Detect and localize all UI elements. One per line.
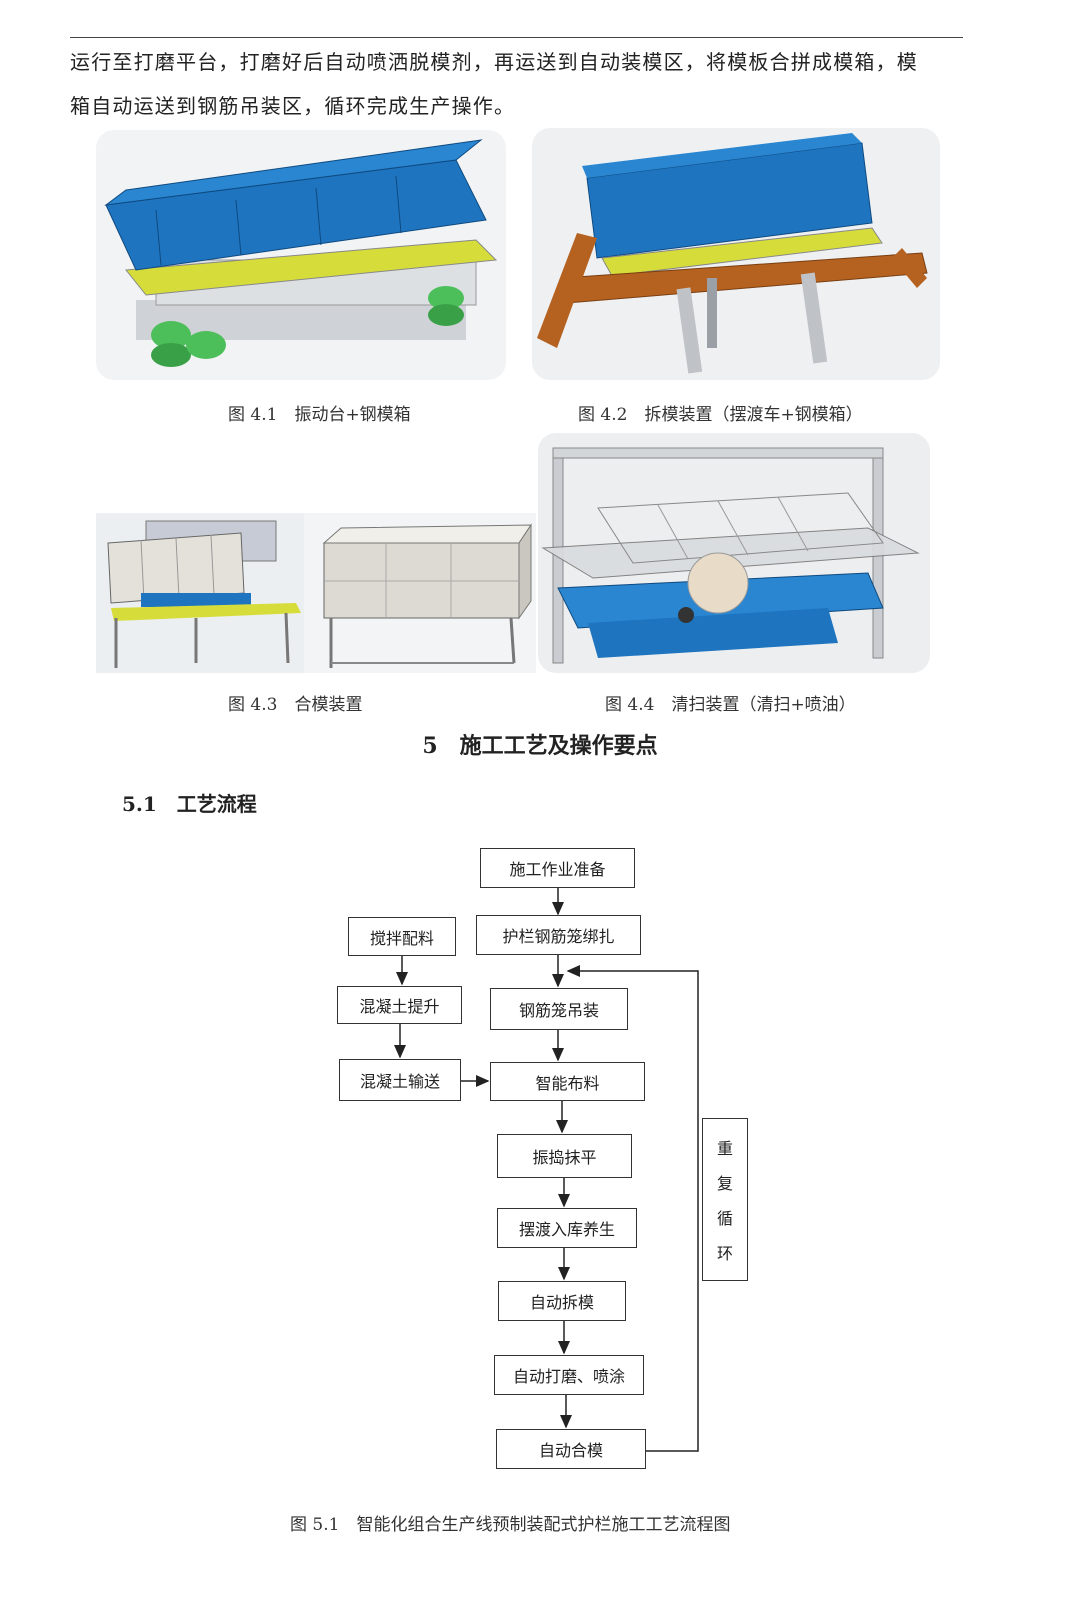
step-concrete-lifting: 混凝土提升	[337, 986, 462, 1024]
step-smart-distribution: 智能布料	[490, 1062, 645, 1101]
paragraph-line-1: 运行至打磨平台，打磨好后自动喷洒脱模剂，再运送到自动装模区，将模板合拼成模箱，模	[70, 50, 918, 74]
repeat-cycle-char-4: 环	[716, 1244, 733, 1264]
repeat-cycle-char-3: 循	[716, 1209, 733, 1229]
step-rebar-cage-lifting: 钢筋笼吊装	[490, 988, 628, 1030]
repeat-cycle-char-2: 复	[716, 1173, 733, 1193]
figure-4-1-caption: 图 4.1 振动台+钢模箱	[228, 405, 411, 425]
step-auto-mold-closing: 自动合模	[496, 1429, 646, 1469]
step-auto-demolding: 自动拆模	[498, 1281, 626, 1321]
figure-4-1-image	[96, 130, 506, 380]
section-heading: 5 施工工艺及操作要点	[422, 733, 658, 759]
figure-4-2-image	[532, 128, 940, 380]
step-rebar-cage-binding: 护栏钢筋笼绑扎	[476, 915, 641, 955]
figure-4-4-caption: 图 4.4 清扫装置（清扫+喷油）	[605, 695, 856, 715]
step-vibrate-level: 振捣抹平	[497, 1134, 632, 1178]
figure-5-1-caption: 图 5.1 智能化组合生产线预制装配式护栏施工工艺流程图	[290, 1515, 731, 1535]
step-construction-prep: 施工作业准备	[480, 848, 635, 888]
header-rule	[70, 37, 963, 38]
figure-4-3-image	[96, 513, 536, 673]
repeat-cycle-char-1: 重	[716, 1138, 733, 1158]
step-ferry-curing: 摆渡入库养生	[497, 1208, 637, 1248]
paragraph-line-2: 箱自动运送到钢筋吊装区，循环完成生产操作。	[70, 94, 516, 118]
figure-4-2-caption: 图 4.2 拆模装置（摆渡车+钢模箱）	[578, 405, 863, 425]
step-mixing-batching: 搅拌配料	[348, 917, 456, 956]
step-concrete-conveying: 混凝土输送	[339, 1059, 461, 1101]
body-paragraph: 运行至打磨平台，打磨好后自动喷洒脱模剂，再运送到自动装模区，将模板合拼成模箱，模…	[70, 40, 970, 128]
figure-4-3-caption: 图 4.3 合模装置	[228, 695, 363, 715]
step-auto-polish-spray: 自动打磨、喷涂	[494, 1355, 644, 1395]
figure-4-4-image	[538, 433, 930, 673]
subsection-heading: 5.1 工艺流程	[122, 792, 257, 816]
repeat-cycle-box: 重 复 循 环	[702, 1118, 748, 1281]
